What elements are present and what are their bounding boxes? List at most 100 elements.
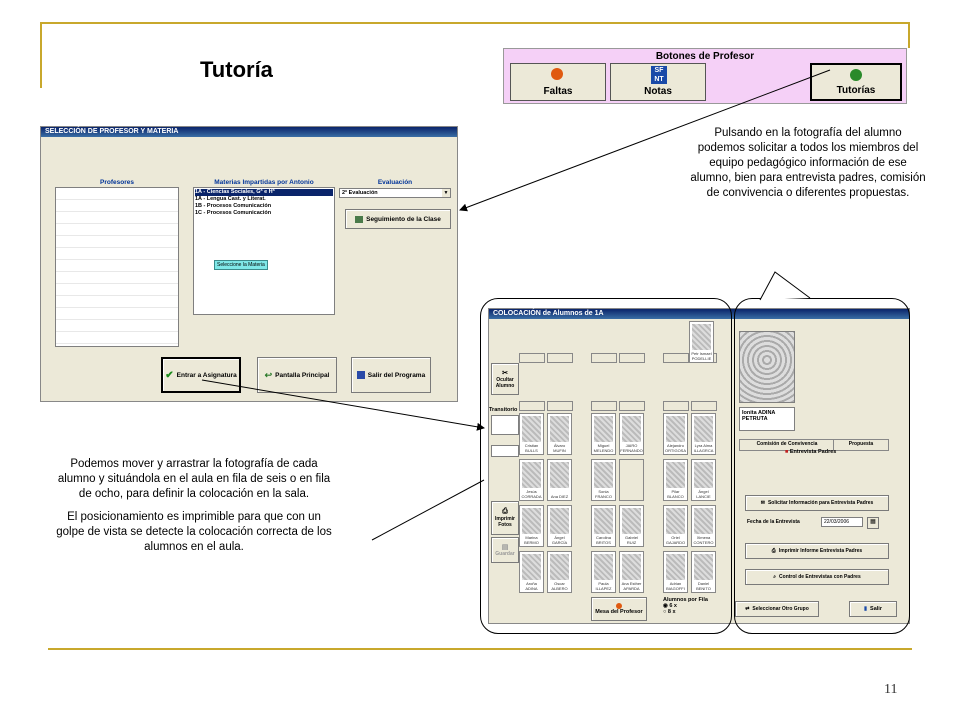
student-photo[interactable]: Carolina BRITOS [591,505,616,547]
student-photo[interactable]: Gabriel RUIZ [619,505,644,547]
seguimiento-label: Seguimiento de la Clase [366,215,441,223]
empty-seat[interactable] [663,353,689,363]
tutorias-button[interactable]: Tutorías [810,63,902,101]
radio-8x[interactable]: ○ 8 x [663,609,676,615]
student-photo[interactable]: Daniel BENITO [691,551,716,593]
seleccionar-otro-grupo-button[interactable]: ⇄ Seleccionar Otro Grupo [735,601,819,617]
transitorio-slot[interactable] [491,445,519,457]
student-photo[interactable]: Ana DIEZ [547,459,572,501]
materia-item[interactable]: 1A - Lengua Cast. y Literat. [195,196,266,202]
student-photo[interactable]: Miguel MELENDO [591,413,616,455]
empty-seat[interactable] [619,353,645,363]
empty-seat[interactable] [519,353,545,363]
calendar-icon [356,371,365,379]
salir-programa-button[interactable]: Salir del Programa [351,357,431,393]
student-photo[interactable]: Sonia FRANCO [591,459,616,501]
note-left: Podemos mover y arrastrar la fotografía … [52,457,336,563]
pantalla-principal-button[interactable]: ↩ Pantalla Principal [257,357,337,393]
tooltip: Seleccione la Materia [214,260,268,270]
faltas-icon [551,68,563,80]
student-photo[interactable]: Lyra Alma ILLAGRCA [691,413,716,455]
evaluacion-select[interactable]: 2ª Evaluación ▼ [339,188,451,198]
evaluacion-header: Evaluación [377,179,413,186]
empty-seat[interactable] [619,401,645,411]
student-name: Petr Ismael PODELLIE [691,351,712,361]
hide-icon: ✂ [502,370,508,377]
student-photo[interactable]: Ángel GARCÍA [547,505,572,547]
materias-list[interactable]: 1A - Ciencias Sociales, Gª e Hª 1A - Len… [193,187,335,315]
note-left-paragraph-1: Podemos mover y arrastrar la fotografía … [57,458,331,500]
student-name: Alejandro ORTIGOSA [664,443,687,453]
imprimir-informe-label: Imprimir Informe Entrevista Padres [778,548,863,554]
student-name: Daniel BENITO [696,581,711,591]
student-name: Miguel MELENDO [593,443,614,453]
student-name: Ximena CONTERO [693,535,714,545]
tab-comision[interactable]: Comisión de Convivencia [739,439,835,451]
student-photo[interactable]: Adrian BIAGOFFI [663,551,688,593]
chevron-down-icon[interactable]: ▼ [442,189,450,197]
student-photo[interactable]: Alejandro ORTIGOSA [663,413,688,455]
empty-seat[interactable] [591,353,617,363]
request-icon: ✉ [760,500,765,506]
arrow-to-seguimiento [459,69,831,212]
empty-seat[interactable] [691,401,717,411]
highlight-frame-right [734,298,910,634]
entrar-asignatura-button[interactable]: ✔ Entrar a Asignatura [161,357,241,393]
student-large-photo[interactable] [739,331,795,403]
transitorio-slot[interactable] [491,415,519,435]
materia-item[interactable]: 1A - Ciencias Sociales, Gª e Hª [195,189,333,196]
student-name: Sonia FRANCO [595,489,612,499]
student-name: Ángel GARCÍA [551,535,568,545]
student-photo[interactable]: Ángel LANCIE [691,459,716,501]
student-photo[interactable]: Ana Esther APARDA [619,551,644,593]
fecha-input[interactable]: 22/03/2006 [821,517,863,527]
guardar-label: Guardar [495,551,515,557]
solicitar-informacion-button[interactable]: ✉ Solicitar Información para Entrevista … [745,495,889,511]
seguimiento-button[interactable]: Seguimiento de la Clase [345,209,451,229]
student-photo[interactable]: Petr Ismael PODELLIE [689,321,714,363]
guardar-button[interactable]: ▤ Guardar [491,537,519,563]
imprimir-informe-button[interactable]: ⎙ Imprimir Informe Entrevista Padres [745,543,889,559]
materia-item[interactable]: 1C - Procesos Comunicación [195,210,272,216]
entrevista-padres-tab[interactable]: ■ Entrevista Padres [785,449,836,455]
imprimir-fotos-button[interactable]: ⎙ Imprimir Fotos [491,501,519,535]
selection-window: SELECCIÓN DE PROFESOR Y MATERIA Profesor… [40,126,458,402]
materia-item[interactable]: 1B - Procesos Comunicación [195,203,272,209]
student-name: Cristian BULLS [524,443,539,453]
ocultar-alumno-button[interactable]: ✂ Ocultar Alumno [491,363,519,395]
student-photo[interactable]: Jesús CORRADA [519,459,544,501]
alumnos-fila-label: Alumnos por Fila [663,597,708,603]
student-photo[interactable]: Marina BERMO [519,505,544,547]
student-photo[interactable]: Álvaro MUFIN [547,413,572,455]
tab-propuesta[interactable]: Propuesta [833,439,889,451]
empty-seat[interactable] [591,401,617,411]
mesa-profesor-button[interactable]: Mesa del Profesor [591,597,647,621]
student-name: Pilar BLANCO [667,489,684,499]
note-right: Pulsando en la fotografía del alumno pod… [690,127,926,199]
student-photo[interactable]: JAIRO FERNANDO [619,413,644,455]
student-photo[interactable]: Paula ILLAPEZ [591,551,616,593]
empty-seat[interactable] [663,401,689,411]
student-photo[interactable]: Pilar BLANCO [663,459,688,501]
empty-seat[interactable] [519,401,545,411]
student-photo[interactable]: Aroña ADINA [519,551,544,593]
student-photo[interactable]: Oscar ALBERO [547,551,572,593]
student-photo[interactable]: Ximena CONTERO [691,505,716,547]
calendar-picker-icon[interactable]: ▦ [867,517,879,529]
faltas-button[interactable]: Faltas [510,63,606,101]
profesores-list[interactable] [55,187,179,347]
control-entrevistas-button[interactable]: ⌕ Control de Entrevistas con Padres [745,569,889,585]
alumnos-fila-group: Alumnos por Fila ◉ 6 x ○ 8 x [663,597,708,615]
student-name: Paula ILLAPEZ [595,581,612,591]
student-photo[interactable]: Cristian BULLS [519,413,544,455]
radio-6x[interactable]: ◉ 6 x [663,603,677,609]
notas-button[interactable]: SF NT Notas [610,63,706,101]
student-name: JAIRO FERNANDO [620,443,643,453]
empty-seat[interactable] [547,401,573,411]
student-photo[interactable]: Oriel GAJARDO [663,505,688,547]
salir-button[interactable]: ▮ Salir [849,601,897,617]
empty-seat[interactable] [547,353,573,363]
student-name-box: Ionita ADINA PETRUTA [739,407,795,431]
student-photo[interactable] [619,459,644,501]
